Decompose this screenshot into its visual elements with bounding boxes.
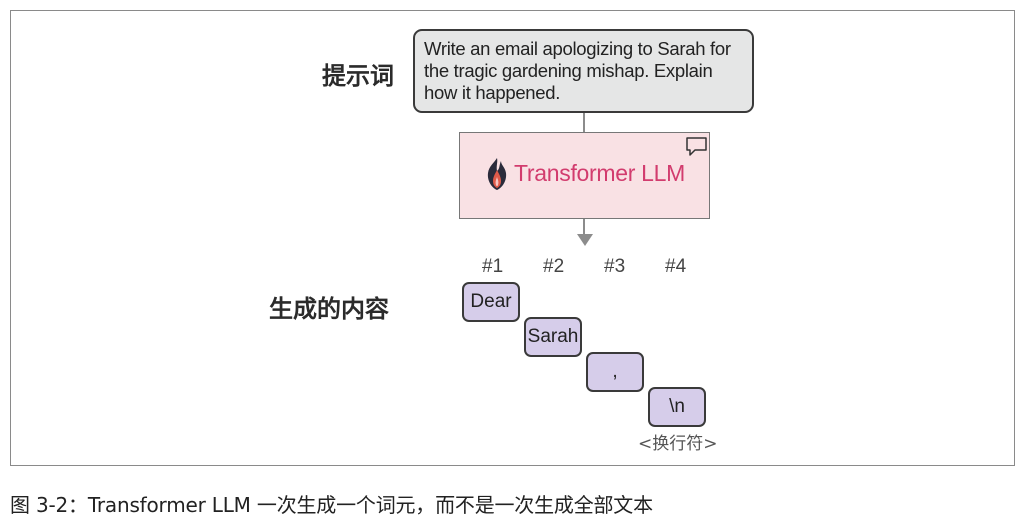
flame-icon — [487, 158, 507, 190]
figure-caption: 图 3-2：Transformer LLM 一次生成一个词元，而不是一次生成全部… — [10, 493, 653, 517]
llm-connector — [583, 219, 585, 235]
token-4: \n — [648, 387, 706, 427]
newline-note: <换行符> — [638, 434, 718, 454]
prompt-box: Write an email apologizing to Sarah for … — [413, 29, 754, 113]
output-label: 生成的内容 — [269, 295, 389, 323]
chat-icon — [686, 137, 707, 156]
token-2: Sarah — [524, 317, 582, 357]
token-number-2: #2 — [543, 256, 565, 277]
token-3: , — [586, 352, 644, 392]
figure-frame — [10, 10, 1015, 466]
down-arrow-icon — [577, 234, 593, 246]
token-number-3: #3 — [604, 256, 626, 277]
token-number-4: #4 — [665, 256, 687, 277]
token-1: Dear — [462, 282, 520, 322]
prompt-label: 提示词 — [322, 62, 394, 90]
llm-title: Transformer LLM — [514, 160, 686, 186]
prompt-connector — [583, 113, 585, 132]
token-number-1: #1 — [482, 256, 504, 277]
